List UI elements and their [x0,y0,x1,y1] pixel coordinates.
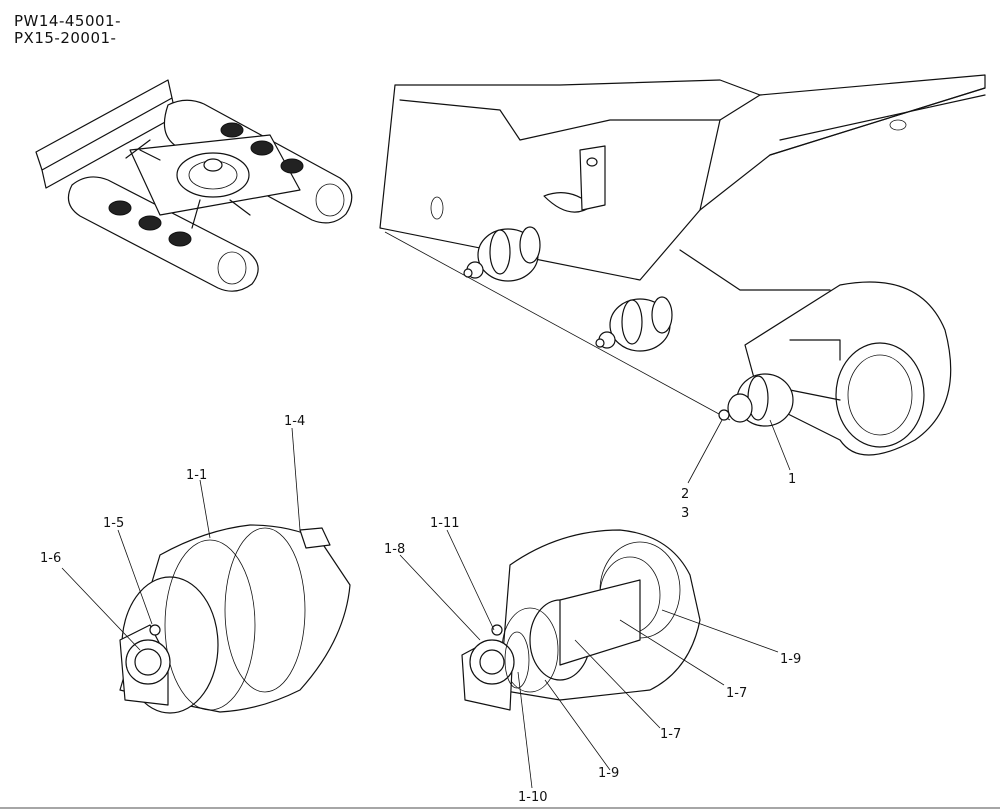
lower-roller-1 [463,226,541,282]
lower-roller-2 [595,296,673,352]
callout-main-roller: 1 [788,472,796,487]
callout-bolt: 2 [681,487,689,502]
undercarriage-overview [35,79,353,292]
callout-snap-ring: 1-10 [518,790,548,805]
callout-bushing: 1-8 [384,542,405,557]
callout-collar: 1-4 [284,414,305,429]
callout-floating-seal-upper: 1-7 [726,686,747,701]
callout-seal-upper: 1-9 [780,652,801,667]
callout-shaft-end: 1-6 [40,551,61,566]
serial-range-2: PX15-20001- [14,29,117,47]
roller-assembled [119,524,351,714]
roller-exploded [461,529,701,711]
callout-roller-body: 1-1 [186,468,207,483]
callout-floating-seal-lower: 1-7 [660,727,681,742]
callout-o-ring: 1-11 [430,516,460,531]
callout-washer: 3 [681,506,689,521]
callout-plug: 1-5 [103,516,124,531]
lower-roller-3 [718,373,794,427]
callout-seal-lower: 1-9 [598,766,619,781]
serial-range-1: PW14-45001- [14,12,122,30]
